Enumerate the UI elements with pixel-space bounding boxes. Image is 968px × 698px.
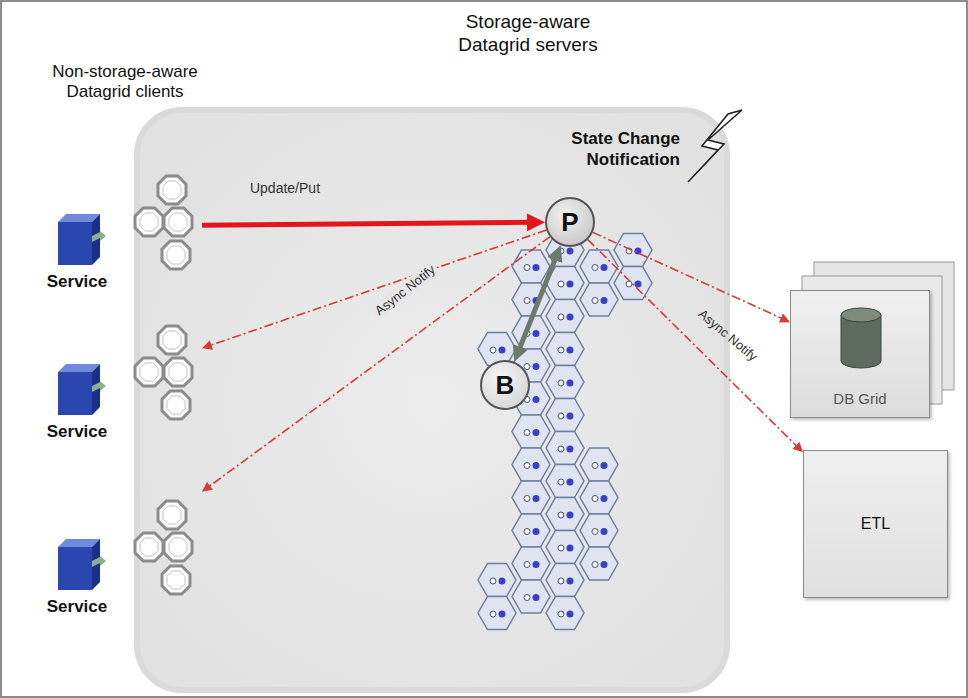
- box-label: ETL: [861, 515, 890, 533]
- node-letter: P: [561, 207, 578, 238]
- node-letter: B: [496, 370, 515, 401]
- backup-node: B: [480, 360, 530, 410]
- connector: [209, 230, 547, 346]
- edge-label: Update/Put: [247, 180, 323, 196]
- connector: [208, 237, 550, 488]
- service-icon: [58, 501, 192, 594]
- service-label: Service: [40, 597, 114, 617]
- service-icon: [58, 176, 192, 269]
- service-label: Service: [40, 422, 114, 442]
- database-cylinder: [831, 303, 891, 373]
- server-grid: [478, 234, 652, 630]
- service-node: Service: [40, 160, 202, 292]
- connector: [588, 240, 798, 448]
- connector: [202, 222, 532, 225]
- box-label: DB Grid: [791, 390, 929, 407]
- notification-label: State Change Notification: [512, 128, 680, 170]
- db-grid-box: DB Grid: [790, 290, 930, 418]
- datagrid-region: [137, 110, 727, 690]
- service-node: Service: [40, 310, 202, 442]
- service-node: Service: [40, 485, 202, 617]
- group-heading: Storage-aware Datagrid servers: [438, 10, 618, 56]
- service-icon: [58, 326, 192, 419]
- primary-node: P: [545, 197, 595, 247]
- service-label: Service: [40, 272, 114, 292]
- lightning-symbol: [688, 110, 742, 182]
- connector: [593, 232, 784, 319]
- connector: [518, 256, 556, 352]
- group-heading: Non-storage-aware Datagrid clients: [25, 62, 225, 102]
- etl-box: ETL: [803, 450, 948, 598]
- datagrid-region: Non-storage-aware Datagrid clientsStorag…: [137, 110, 727, 690]
